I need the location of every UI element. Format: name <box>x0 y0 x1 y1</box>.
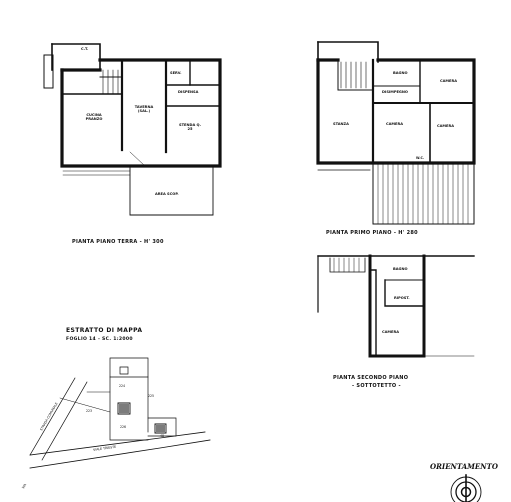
room-label-hall: DISIMPEGNO <box>382 90 408 94</box>
map-subtitle: FOGLIO 14 - SC. 1:2000 <box>66 337 133 342</box>
room-label-storage: STENDA Q. 25 <box>179 123 201 131</box>
room-label-terrace: AREA SCOP. <box>155 192 179 196</box>
second-floor-caption-line2: - SOTTOTETTO - <box>352 383 401 389</box>
parcel-225: 225 <box>148 394 155 398</box>
room-label-service: SERV. <box>170 71 182 75</box>
first-floor-plan <box>316 41 476 225</box>
second-floor-plan <box>317 254 475 358</box>
room-label-closet: CAMERA <box>440 79 457 83</box>
parcel-226: 226 <box>120 425 127 429</box>
parcel-48: 48 <box>160 434 165 438</box>
ground-floor-plan <box>43 43 222 216</box>
second-floor-caption-line1: PIANTA SECONDO PIANO <box>333 375 409 381</box>
room-label-bath-2: BAGNO <box>393 267 408 271</box>
map-hatching <box>119 404 165 432</box>
room-label-bedroom-3: CAMERA <box>382 330 399 334</box>
first-floor-caption: PIANTA PRIMO PIANO - H' 280 <box>326 230 418 236</box>
map-title: ESTRATTO DI MAPPA <box>66 327 143 334</box>
room-label-pantry: DISPENSA <box>178 90 199 94</box>
room-label-bedroom-1: CAMERA <box>386 122 403 126</box>
room-label-wc: W.C. <box>416 156 425 160</box>
room-label-kitchen: CUCINA PRANZO <box>85 113 103 121</box>
room-label-tavern: TAVERNA (SAL.) <box>134 105 154 113</box>
parcel-223: 223 <box>86 409 93 413</box>
compass-rose-icon <box>450 474 482 502</box>
room-label-bedroom-2: CAMERA <box>437 124 454 128</box>
room-label-bath-1: BAGNO <box>393 71 408 75</box>
room-label-ct: C.T. <box>81 47 89 51</box>
orientation-label: ORIENTAMENTO <box>430 462 498 471</box>
parcel-224: 224 <box>119 384 126 388</box>
room-label-storage-2: RIPOST. <box>394 296 410 300</box>
cadastral-map <box>29 357 211 469</box>
ground-floor-caption: PIANTA PIANO TERRA - H' 300 <box>72 239 164 245</box>
room-label-living: STANZA <box>333 122 349 126</box>
